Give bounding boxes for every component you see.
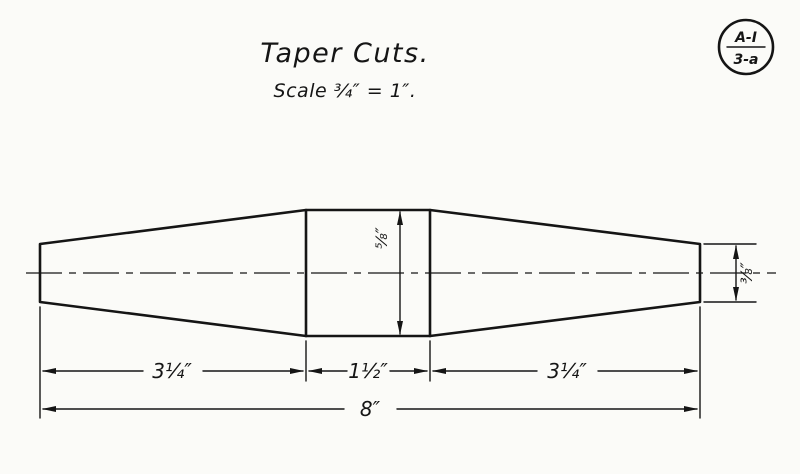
dim-label-mid-height: ⅝″ (372, 227, 391, 249)
scale-note: Scale ¾″ = 1″. (274, 80, 417, 102)
sheet-badge: A-I 3-a (717, 18, 775, 76)
workpiece-outline (38, 208, 702, 338)
drawing-title: Taper Cuts. (260, 38, 429, 69)
dim-label-overall: 8″ (360, 397, 381, 421)
badge-bottom-label: 3-a (734, 52, 759, 68)
badge-top-label: A-I (734, 30, 757, 46)
dim-label-middle: 1½″ (348, 359, 388, 383)
dim-label-right-taper: 3¼″ (547, 359, 587, 383)
dim-label-end-height: ⅜″ (737, 262, 756, 284)
badge-circle (717, 18, 775, 76)
dim-label-left-taper: 3¼″ (152, 359, 192, 383)
